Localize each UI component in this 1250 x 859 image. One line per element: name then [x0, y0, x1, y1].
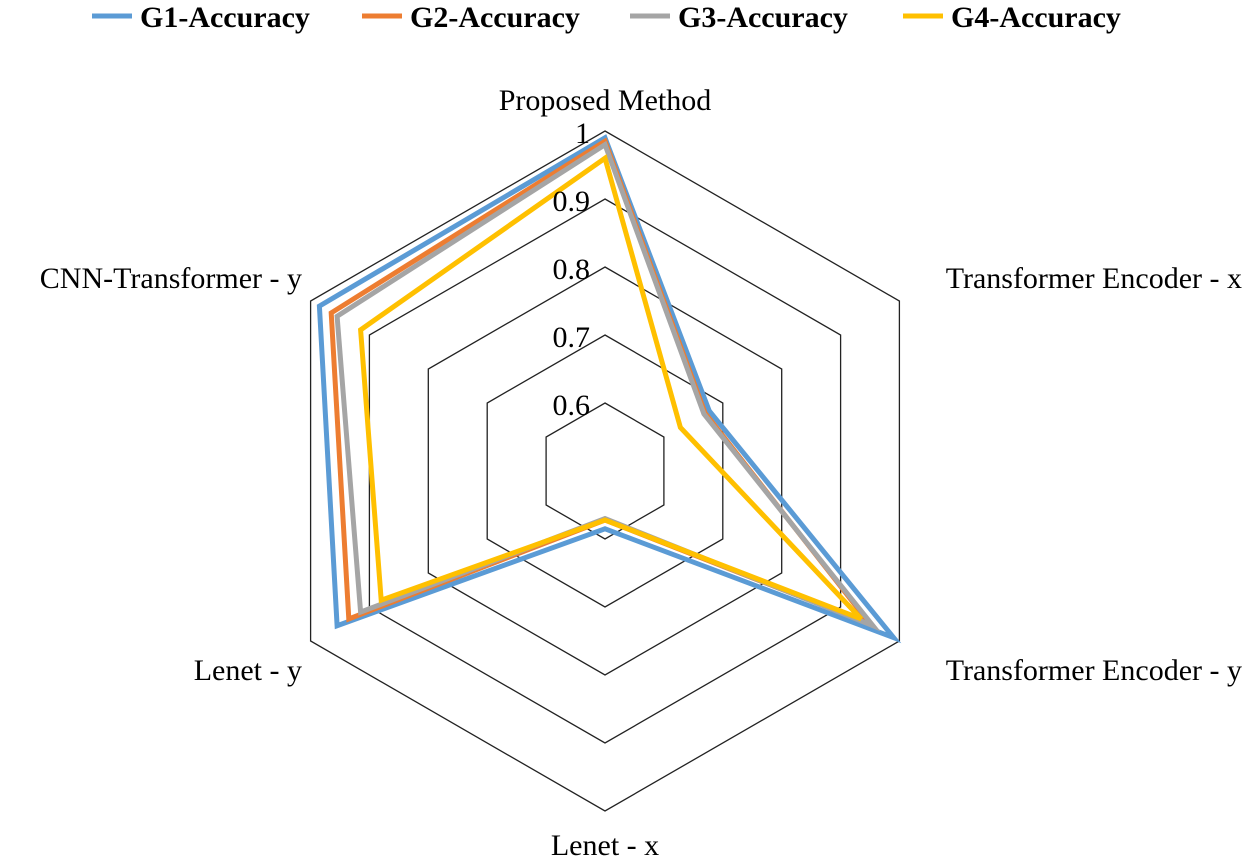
legend-label-3: G3-Accuracy — [678, 1, 848, 34]
axis-label-5: CNN-Transformer - y — [40, 262, 302, 295]
tick-label: 0.9 — [553, 185, 591, 218]
tick-label: 1 — [575, 117, 590, 150]
series-line-2 — [328, 137, 878, 630]
tick-label: 0.8 — [553, 253, 591, 286]
legend-label-1: G1-Accuracy — [140, 1, 310, 34]
grid-ring-1 — [486, 334, 724, 608]
series-group — [316, 134, 902, 644]
legend-label-4: G4-Accuracy — [951, 1, 1121, 34]
grid-ring-0 — [545, 402, 665, 540]
tick-label: 0.7 — [553, 321, 591, 354]
series-line-1 — [316, 134, 902, 644]
series-line-4 — [357, 154, 864, 622]
grid-ring-3 — [368, 198, 842, 744]
axis-label-0: Proposed Method — [499, 84, 712, 117]
legend: G1-Accuracy G2-Accuracy G3-Accuracy G4-Accu… — [92, 1, 1121, 34]
axis-label-1: Transformer Encoder - x — [946, 262, 1242, 295]
grid-ring-4 — [309, 130, 901, 812]
tick-labels: 0.6 0.7 0.8 0.9 1 — [553, 117, 591, 422]
radar-grid — [309, 130, 901, 812]
legend-label-2: G2-Accuracy — [410, 1, 580, 34]
tick-label: 0.6 — [553, 389, 591, 422]
axis-label-3: Lenet - x — [551, 829, 659, 859]
grid-ring-2 — [427, 266, 783, 676]
series-line-3 — [334, 140, 881, 632]
axis-label-4: Lenet - y — [194, 654, 302, 687]
axis-label-2: Transformer Encoder - y — [946, 654, 1242, 687]
